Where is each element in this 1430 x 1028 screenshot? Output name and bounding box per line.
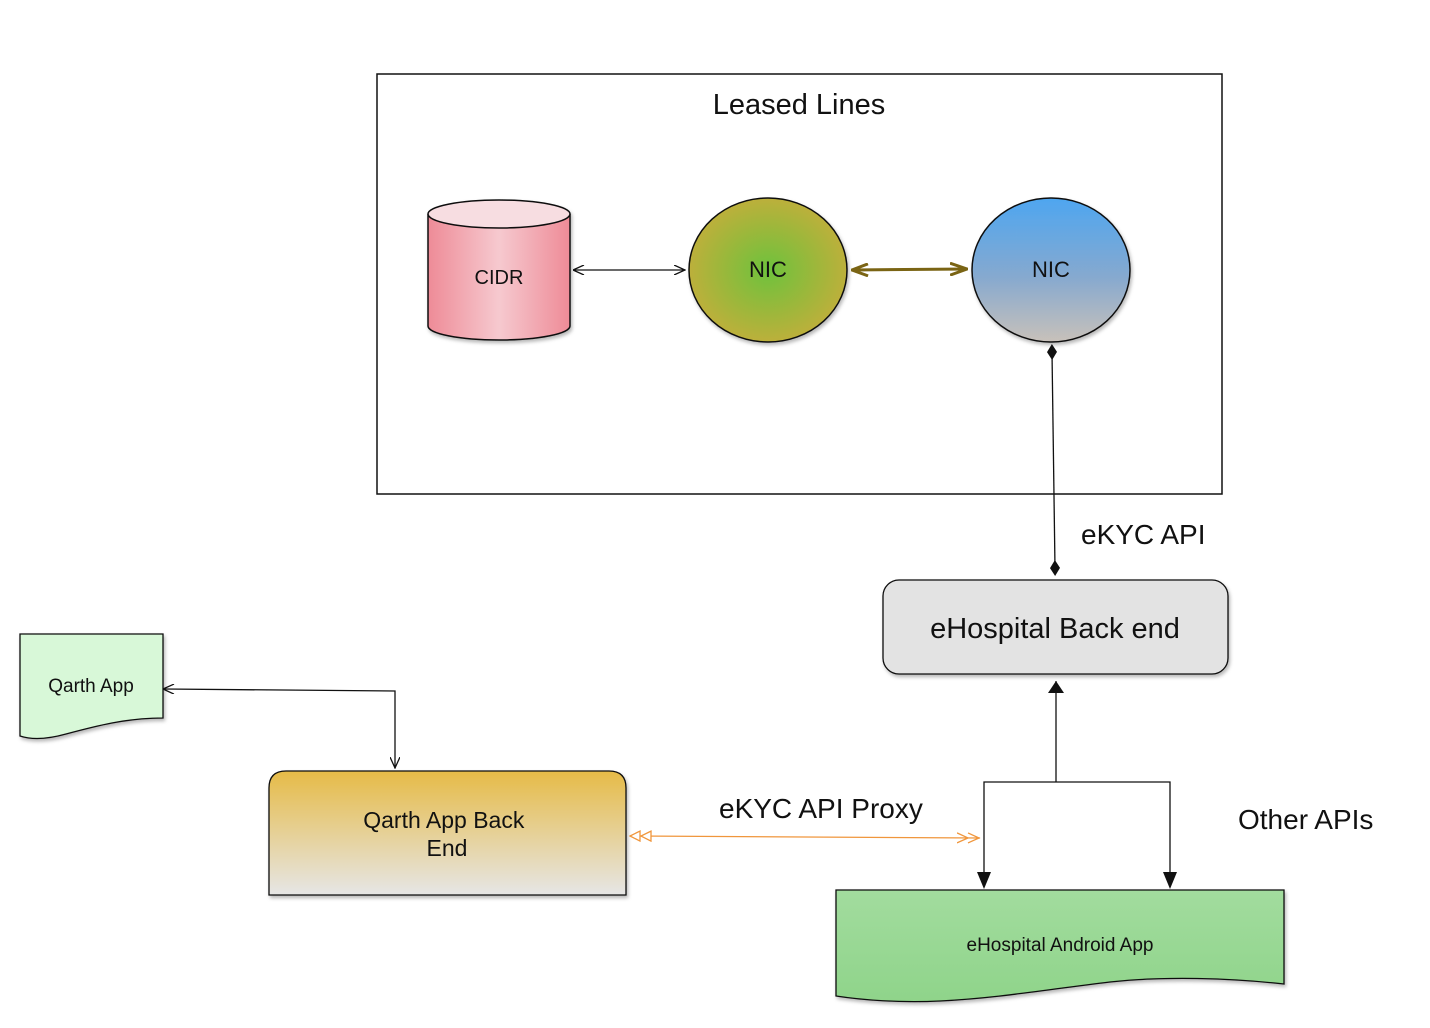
- nic-left-node[interactable]: [688, 197, 848, 343]
- qarth-backend-label: Qarth App Back End: [363, 807, 530, 861]
- ekyc-api-connector: [1047, 344, 1060, 576]
- qarth-app-node[interactable]: [19, 633, 164, 740]
- nic-left-label: NIC: [749, 257, 787, 282]
- ekyc-api-label: eKYC API: [1081, 519, 1206, 550]
- nic-right-node[interactable]: [971, 197, 1131, 343]
- ekyc-api-proxy-label: eKYC API Proxy: [719, 793, 923, 824]
- cidr-database[interactable]: [427, 199, 571, 341]
- qarth-app-backend-connector: [164, 689, 395, 768]
- ekyc-api-proxy-connector: [630, 836, 980, 838]
- ehospital-backend-label: eHospital Back end: [930, 613, 1180, 645]
- nic-nic-connector: [852, 269, 967, 270]
- qarth-app-label: Qarth App: [48, 676, 134, 697]
- qarth-backend-node[interactable]: [268, 770, 627, 896]
- cidr-label: CIDR: [475, 267, 524, 289]
- qarth-backend-label-line1: Qarth App Back: [363, 807, 525, 833]
- nic-right-label: NIC: [1032, 257, 1070, 282]
- branch-arrow-left: [977, 872, 991, 889]
- ehospital-android-label: eHospital Android App: [967, 935, 1154, 956]
- branch-arrow-right: [1163, 872, 1177, 889]
- ehospital-backend-node[interactable]: [882, 579, 1229, 675]
- api-branch-connector: [983, 781, 1171, 887]
- qarth-backend-label-line2: End: [427, 835, 468, 861]
- leased-lines-title: Leased Lines: [713, 89, 886, 121]
- other-apis-label: Other APIs: [1238, 804, 1373, 835]
- ehospital-android-node[interactable]: [835, 889, 1285, 1003]
